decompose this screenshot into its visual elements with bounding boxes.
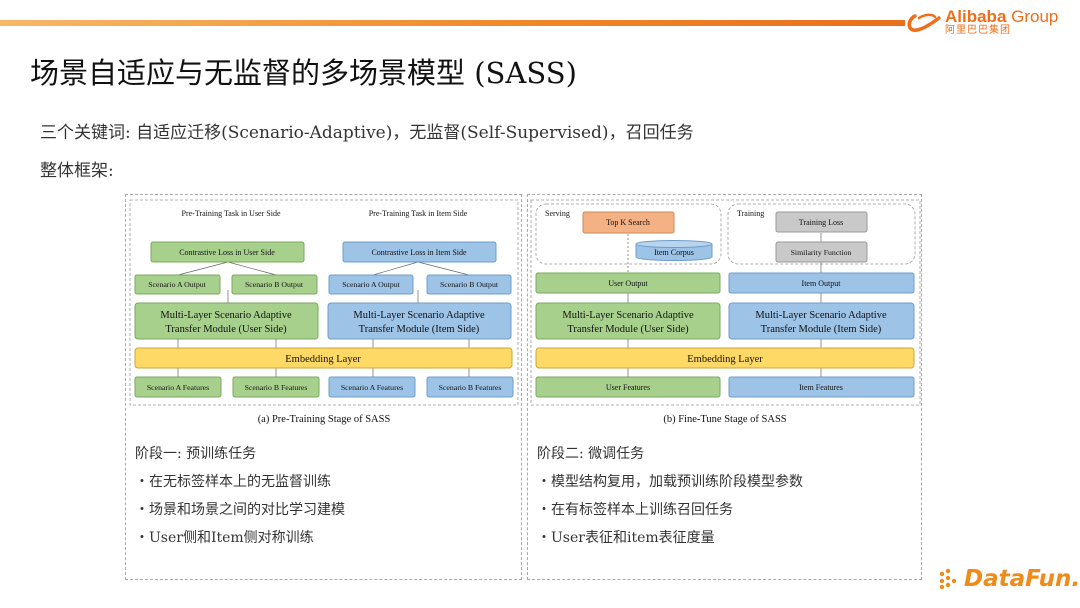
ft-transfer-module-item-line2: Transfer Module (Item Side)	[761, 324, 882, 335]
finetune-frame	[530, 199, 921, 406]
datafun-text: DataFun.	[964, 566, 1080, 592]
scenario-a-features-user-box	[134, 376, 222, 398]
transfer-module-user-line2: Transfer Module (User Side)	[165, 324, 287, 335]
item-corpus-cylinder	[635, 244, 713, 261]
contrastive-loss-item-box	[342, 241, 497, 263]
phase2-item-1: ・模型结构复用，加载预训练阶段模型参数	[537, 474, 803, 490]
phase1-item-1: ・在无标签样本上的无监督训练	[135, 474, 331, 490]
serving-group	[535, 203, 722, 265]
scenario-a-output-user-box	[134, 274, 221, 295]
user-features-box	[535, 376, 721, 398]
task-user-label: Pre-Training Task in User Side	[182, 209, 281, 218]
brand-group: Group	[1011, 7, 1059, 26]
phase1-item-3: ・User侧和Item侧对称训练	[135, 530, 314, 546]
finetune-panel: Serving Training Top K Search Training L…	[527, 194, 922, 580]
contrastive-loss-user-text: Contrastive Loss in User Side	[179, 248, 275, 257]
ft-transfer-module-item-line1: Multi-Layer Scenario Adaptive	[755, 310, 887, 321]
framework-label: 整体框架:	[40, 161, 114, 181]
similarity-function-box	[775, 241, 868, 263]
scenario-b-features-user-text: Scenario B Features	[245, 383, 308, 392]
ft-transfer-module-user-line1: Multi-Layer Scenario Adaptive	[562, 310, 694, 321]
embedding-layer-box	[134, 347, 513, 369]
brand-name: Alibaba	[945, 7, 1007, 26]
scenario-b-features-item-text: Scenario B Features	[439, 383, 502, 392]
pretraining-caption: (a) Pre-Training Stage of SASS	[258, 414, 391, 425]
item-output-text: Item Output	[802, 279, 842, 288]
scenario-a-features-item-text: Scenario A Features	[341, 383, 403, 392]
scenario-b-features-user-box	[232, 376, 320, 398]
user-features-text: User Features	[606, 383, 650, 392]
training-loss-text: Training Loss	[799, 218, 843, 227]
scenario-a-output-user-text: Scenario A Output	[148, 280, 206, 289]
scenario-a-output-item-text: Scenario A Output	[342, 280, 400, 289]
scenario-b-output-item-box	[426, 274, 512, 295]
phase2-title: 阶段二: 微调任务	[537, 446, 645, 462]
alibaba-smile-icon	[907, 13, 941, 32]
user-output-text: User Output	[608, 279, 648, 288]
alibaba-group-logo: Alibaba Group 阿里巴巴集团	[905, 8, 1058, 40]
topk-search-text: Top K Search	[606, 218, 650, 227]
page-title: 场景自适应与无监督的多场景模型 (SASS)	[30, 56, 577, 90]
item-output-box	[728, 272, 915, 294]
item-corpus-text: Item Corpus	[654, 248, 694, 257]
item-features-box	[728, 376, 915, 398]
pretraining-diagram: Pre-Training Task in User Side Pre-Train…	[129, 199, 519, 425]
finetune-caption: (b) Fine-Tune Stage of SASS	[663, 414, 786, 425]
scenario-a-output-item-box	[328, 274, 414, 295]
pretraining-frame	[129, 199, 519, 406]
embedding-layer-text: Embedding Layer	[285, 354, 361, 365]
datafun-dots-icon	[939, 568, 957, 590]
contrastive-loss-item-text: Contrastive Loss in Item Side	[371, 248, 467, 257]
item-corpus-top	[635, 240, 713, 248]
ft-transfer-module-user-box	[535, 302, 721, 340]
training-loss-box	[775, 211, 868, 233]
similarity-function-text: Similarity Function	[791, 248, 852, 257]
pretraining-panel: Pre-Training Task in User Side Pre-Train…	[125, 194, 522, 580]
transfer-module-item-box	[327, 302, 512, 340]
serving-label: Serving	[545, 209, 570, 218]
phase1-item-2: ・场景和场景之间的对比学习建模	[135, 502, 345, 518]
item-features-text: Item Features	[799, 383, 843, 392]
datafun-logo: DataFun.	[938, 566, 1080, 592]
scenario-a-features-item-box	[328, 376, 416, 398]
transfer-module-item-line2: Transfer Module (Item Side)	[359, 324, 480, 335]
transfer-module-user-box	[134, 302, 319, 340]
scenario-a-features-user-text: Scenario A Features	[147, 383, 209, 392]
ft-transfer-module-user-line2: Transfer Module (User Side)	[567, 324, 689, 335]
transfer-module-user-line1: Multi-Layer Scenario Adaptive	[160, 310, 292, 321]
training-group	[727, 203, 916, 265]
phase1-title: 阶段一: 预训练任务	[135, 446, 257, 462]
finetune-diagram: Serving Training Top K Search Training L…	[530, 199, 921, 425]
ft-embedding-layer-text: Embedding Layer	[687, 354, 763, 365]
ft-transfer-module-item-box	[728, 302, 915, 340]
keywords-line: 三个关键词: 自适应迁移(Scenario-Adaptive)，无监督(Self…	[40, 123, 694, 143]
brand-chinese: 阿里巴巴集团	[945, 25, 1011, 36]
contrastive-loss-user-box	[150, 241, 305, 263]
ft-embedding-layer-box	[535, 347, 915, 369]
scenario-b-output-item-text: Scenario B Output	[440, 280, 499, 289]
scenario-b-output-user-text: Scenario B Output	[245, 280, 304, 289]
phase2-item-2: ・在有标签样本上训练召回任务	[537, 502, 733, 518]
task-item-label: Pre-Training Task in Item Side	[369, 209, 468, 218]
header-accent-bar	[0, 20, 905, 26]
phase2-item-3: ・User表征和item表征度量	[537, 530, 715, 546]
scenario-b-features-item-box	[426, 376, 514, 398]
user-output-box	[535, 272, 721, 294]
training-label: Training	[737, 209, 764, 218]
topk-search-box	[582, 211, 675, 234]
transfer-module-item-line1: Multi-Layer Scenario Adaptive	[353, 310, 485, 321]
scenario-b-output-user-box	[231, 274, 318, 295]
